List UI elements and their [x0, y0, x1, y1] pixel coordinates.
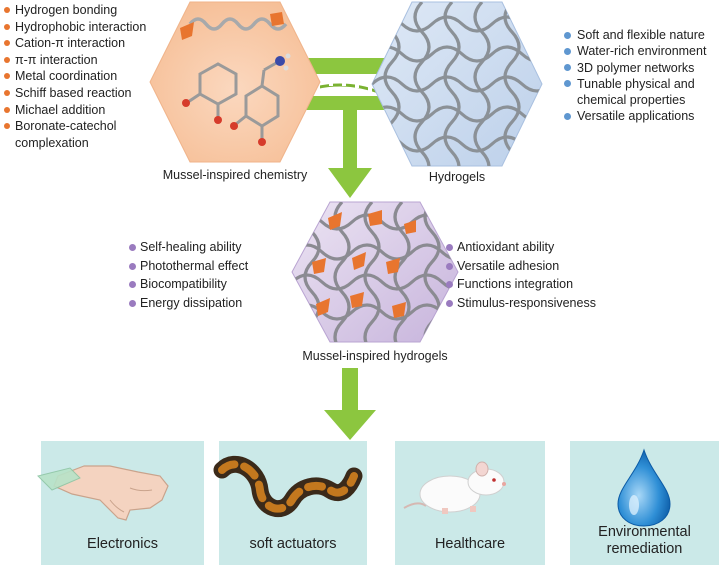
orange-bullet-icon	[4, 73, 10, 80]
orange-bullet-icon	[4, 7, 10, 13]
property-item: Biocompatibility	[129, 275, 248, 294]
purple-bullet-icon	[446, 244, 453, 251]
property-item: Stimulus-responsiveness	[446, 294, 596, 313]
hydrogel-item: Tunable physical and	[564, 76, 706, 92]
purple-bullet-icon	[446, 281, 453, 288]
application-label-healthcare: Healthcare	[434, 536, 506, 552]
hydrogel-list: Soft and flexible nature Water-rich envi…	[564, 27, 706, 125]
combined-left-list: Self-healing ability Photothermal effect…	[129, 238, 248, 312]
combined-right-list: Antioxidant ability Versatile adhesion F…	[446, 238, 596, 312]
rat-icon	[403, 461, 506, 514]
purple-bullet-icon	[129, 262, 136, 270]
application-label-electronics: Electronics	[87, 536, 158, 552]
blue-bullet-icon	[564, 112, 571, 120]
orange-bullet-icon	[4, 40, 10, 47]
hydrogel-item: Versatile applications	[564, 108, 706, 124]
purple-bullet-icon	[129, 244, 136, 251]
blue-bullet-icon	[564, 64, 571, 72]
chemistry-item: Schiff based reaction	[4, 85, 146, 102]
arrow-down-2	[324, 368, 376, 440]
orange-bullet-icon	[4, 106, 10, 113]
chemistry-list: Hydrogen bonding Hydrophobic interaction…	[4, 2, 146, 151]
hydrogel-item: Soft and flexible nature	[564, 27, 706, 43]
purple-bullet-icon	[129, 299, 136, 307]
orange-bullet-icon	[4, 89, 10, 96]
combined-hexagon	[291, 201, 459, 343]
orange-bullet-icon	[4, 23, 10, 30]
property-item: Antioxidant ability	[446, 238, 596, 257]
application-label-environment-line1: Environmental	[598, 524, 691, 540]
hydrogel-item: Water-rich environment	[564, 43, 706, 59]
application-label-environment: Environmental remediation	[570, 524, 719, 558]
chemistry-item: Hydrophobic interaction	[4, 19, 146, 36]
property-item: Functions integration	[446, 275, 596, 294]
purple-bullet-icon	[446, 262, 453, 270]
chemistry-hexagon	[149, 1, 321, 163]
blue-bullet-icon	[564, 47, 571, 55]
application-label-actuators: soft actuators	[249, 536, 337, 552]
chemistry-item: Cation-π interaction	[4, 35, 146, 52]
property-item: Photothermal effect	[129, 257, 248, 276]
chemistry-item-continuation: complexation	[15, 135, 89, 150]
hydrogel-hexagon	[371, 1, 543, 167]
property-item: Versatile adhesion	[446, 257, 596, 276]
purple-bullet-icon	[129, 281, 136, 288]
property-item: Energy dissipation	[129, 294, 248, 313]
chemistry-item: Michael addition	[4, 102, 146, 119]
water-drop-icon	[617, 448, 671, 527]
hand-sensor-icon	[37, 465, 169, 521]
application-label-environment-line2: remediation	[606, 541, 683, 557]
chemistry-item: Metal coordination	[4, 68, 146, 85]
chemistry-item: π-π interaction	[4, 52, 146, 69]
chemistry-item: Hydrogen bonding	[4, 2, 146, 19]
property-item: Self-healing ability	[129, 238, 248, 257]
actuator-strip-icon	[213, 456, 363, 517]
combined-caption: Mussel-inspired hydrogels	[302, 349, 448, 363]
blue-bullet-icon	[564, 80, 571, 88]
orange-bullet-icon	[4, 123, 10, 130]
orange-bullet-icon	[4, 56, 10, 63]
hydrogel-item: 3D polymer networks	[564, 60, 706, 76]
chemistry-item: Boronate-catechol	[4, 118, 146, 135]
purple-bullet-icon	[446, 299, 453, 307]
blue-bullet-icon	[564, 31, 571, 39]
hydrogel-caption: Hydrogels	[428, 170, 486, 184]
hydrogel-item-continuation: chemical properties	[577, 93, 686, 108]
arrow-down-1	[328, 110, 372, 198]
chemistry-caption: Mussel-inspired chemistry	[162, 168, 308, 182]
